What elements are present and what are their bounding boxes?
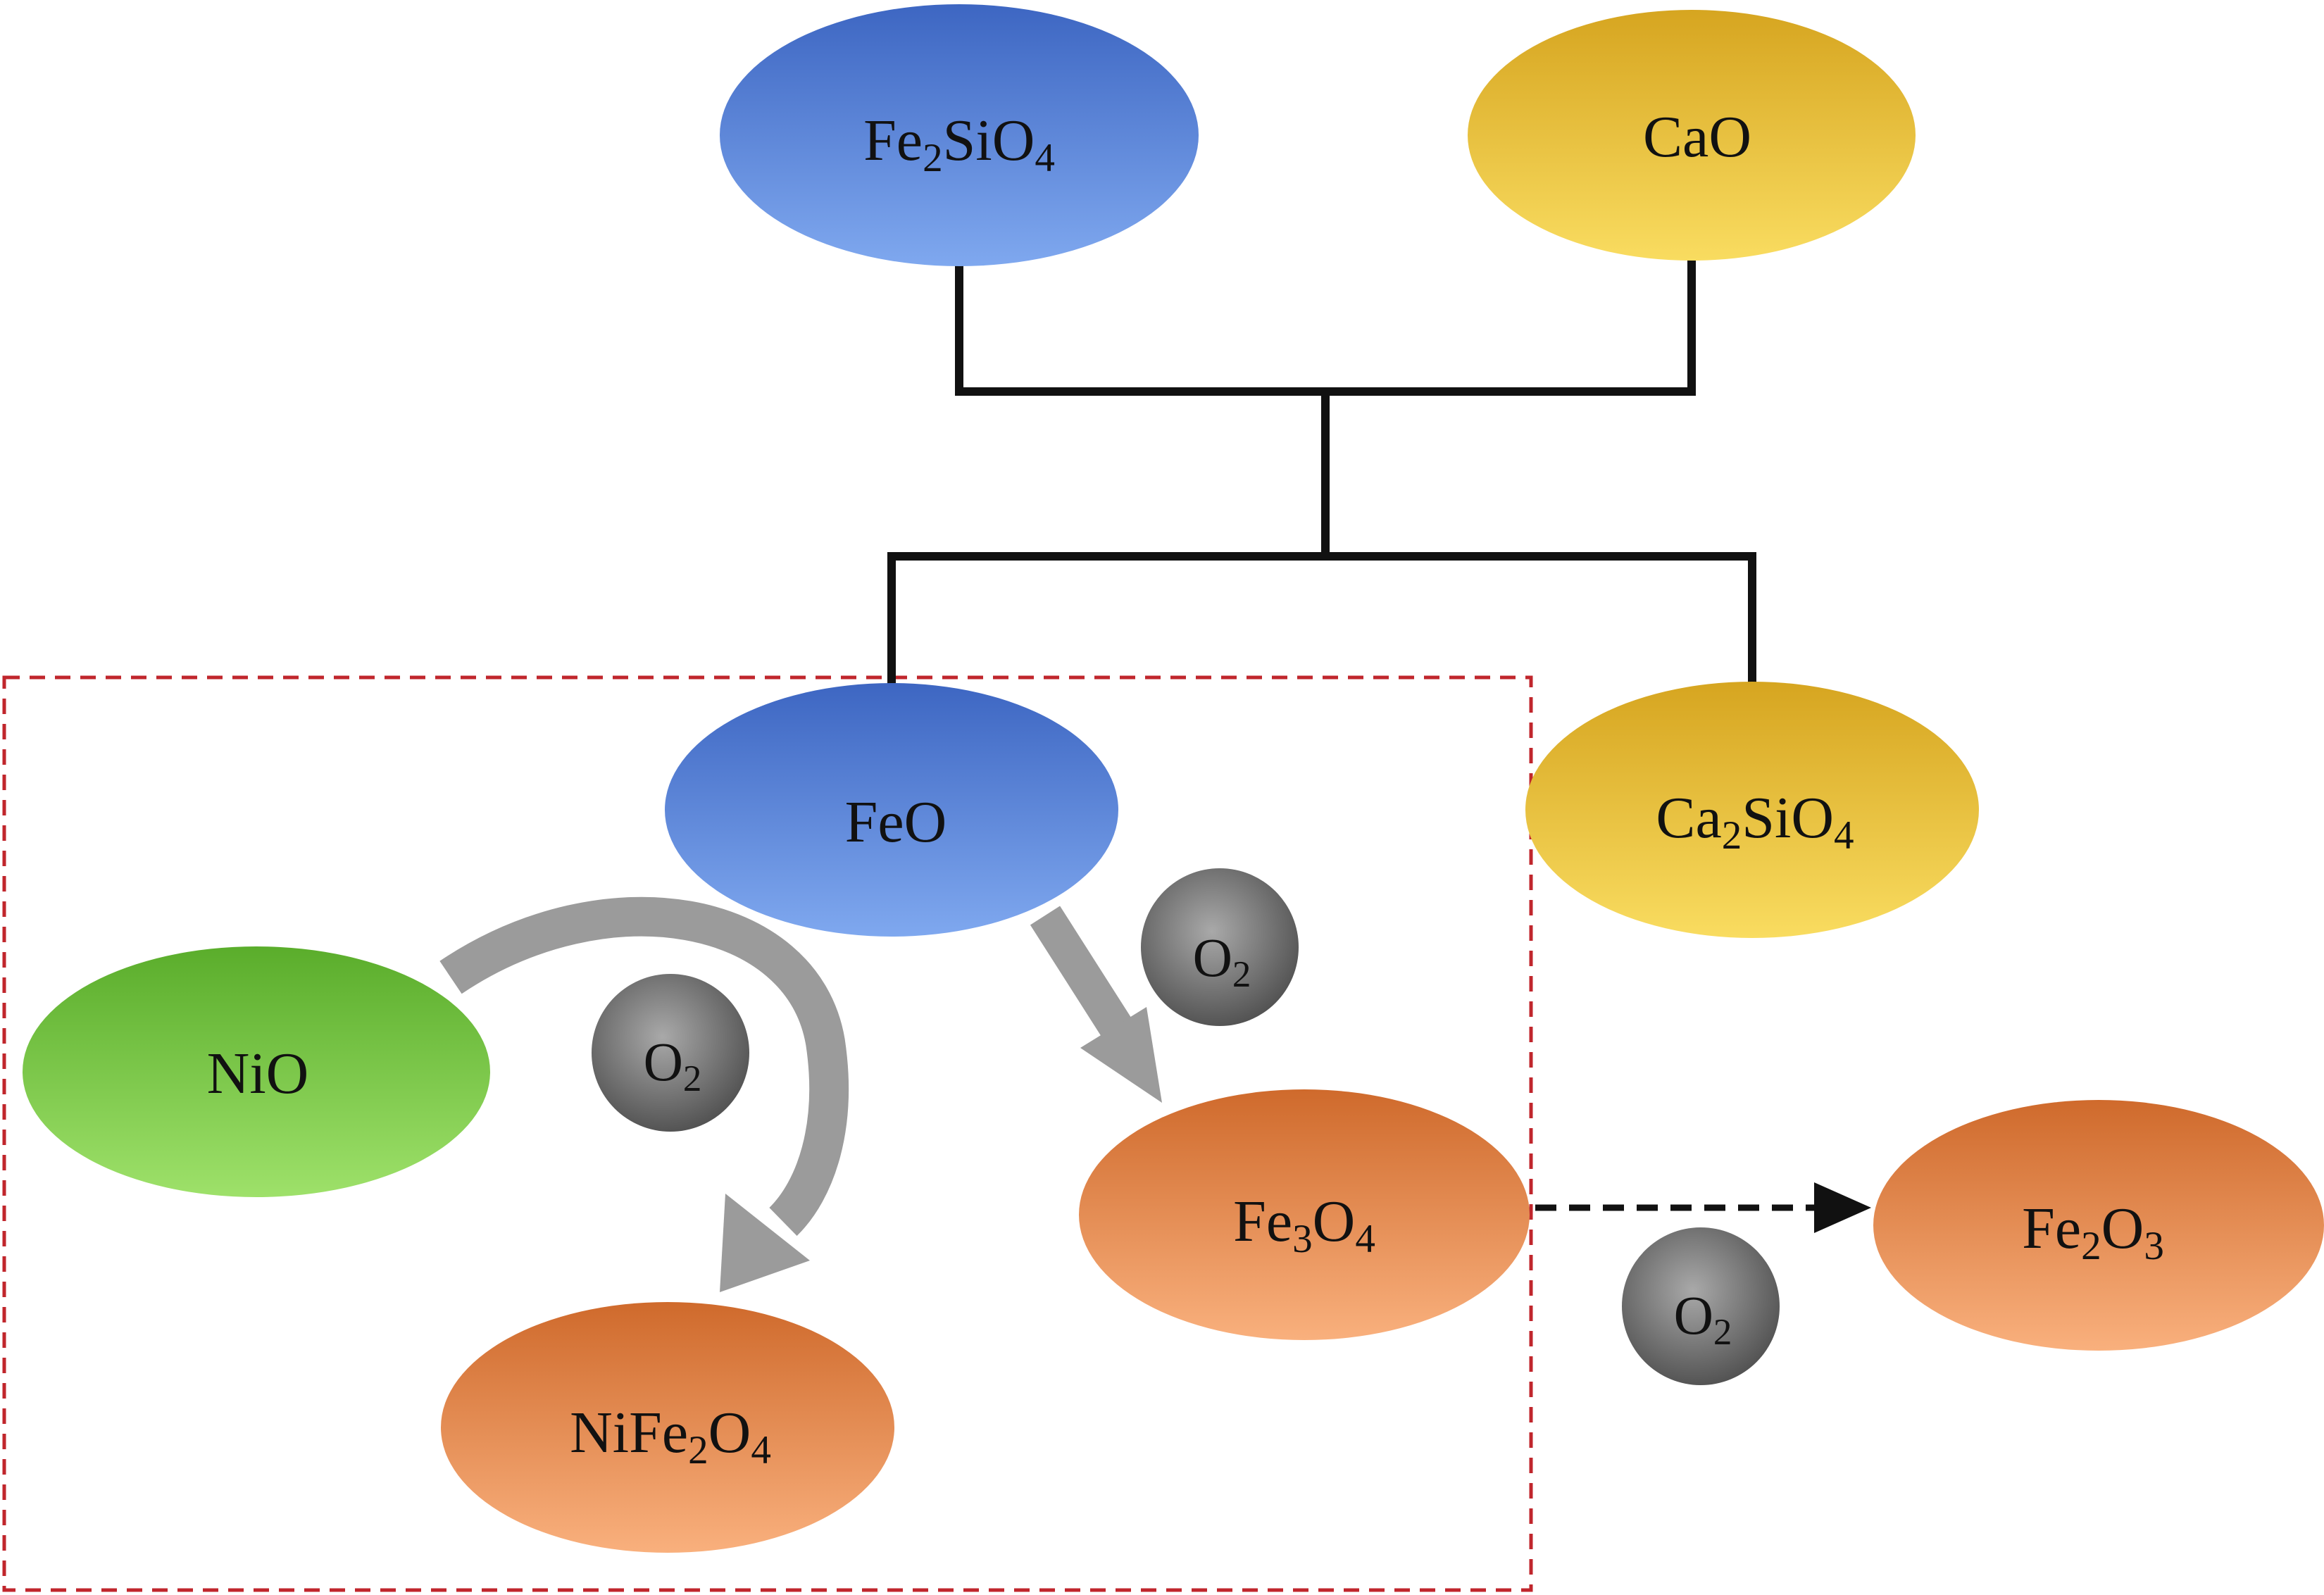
nio-node <box>23 946 490 1197</box>
oxygen-label-right: O2 <box>1673 1284 1732 1353</box>
feo-node <box>665 683 1118 937</box>
feo-label: FeO <box>844 789 947 855</box>
ca2sio4-node <box>1525 682 1979 938</box>
cao-node <box>1468 10 1916 261</box>
fe3o4-node <box>1079 1089 1530 1340</box>
nio-label: NiO <box>206 1041 309 1106</box>
oxygen-label-left: O2 <box>643 1031 702 1099</box>
oxygen-circle-right <box>1622 1227 1780 1385</box>
ca2sio4-label: Ca2SiO4 <box>1656 785 1854 858</box>
fe2o3-node <box>1873 1100 2324 1351</box>
nife2o4-node <box>441 1302 894 1553</box>
fe2sio4-node <box>720 4 1199 266</box>
cao-label: CaO <box>1643 104 1751 170</box>
fe2o3-label: Fe2O3 <box>2022 1196 2164 1268</box>
oxygen-circle-upper <box>1141 868 1299 1026</box>
fe3o4-label: Fe3O4 <box>1233 1189 1375 1261</box>
fe2sio4-label: Fe2SiO4 <box>863 108 1055 180</box>
dashed-region-box <box>2 675 1533 1592</box>
oxygen-label-upper: O2 <box>1192 927 1251 995</box>
oxygen-circle-left <box>592 974 749 1132</box>
curved-arrow-nio-to-nife2o4 <box>439 896 849 1292</box>
arrow-feo-to-fe3o4 <box>1030 906 1162 1103</box>
reaction-connector-lines <box>887 256 1756 689</box>
nife2o4-label: NiFe2O4 <box>570 1400 771 1472</box>
